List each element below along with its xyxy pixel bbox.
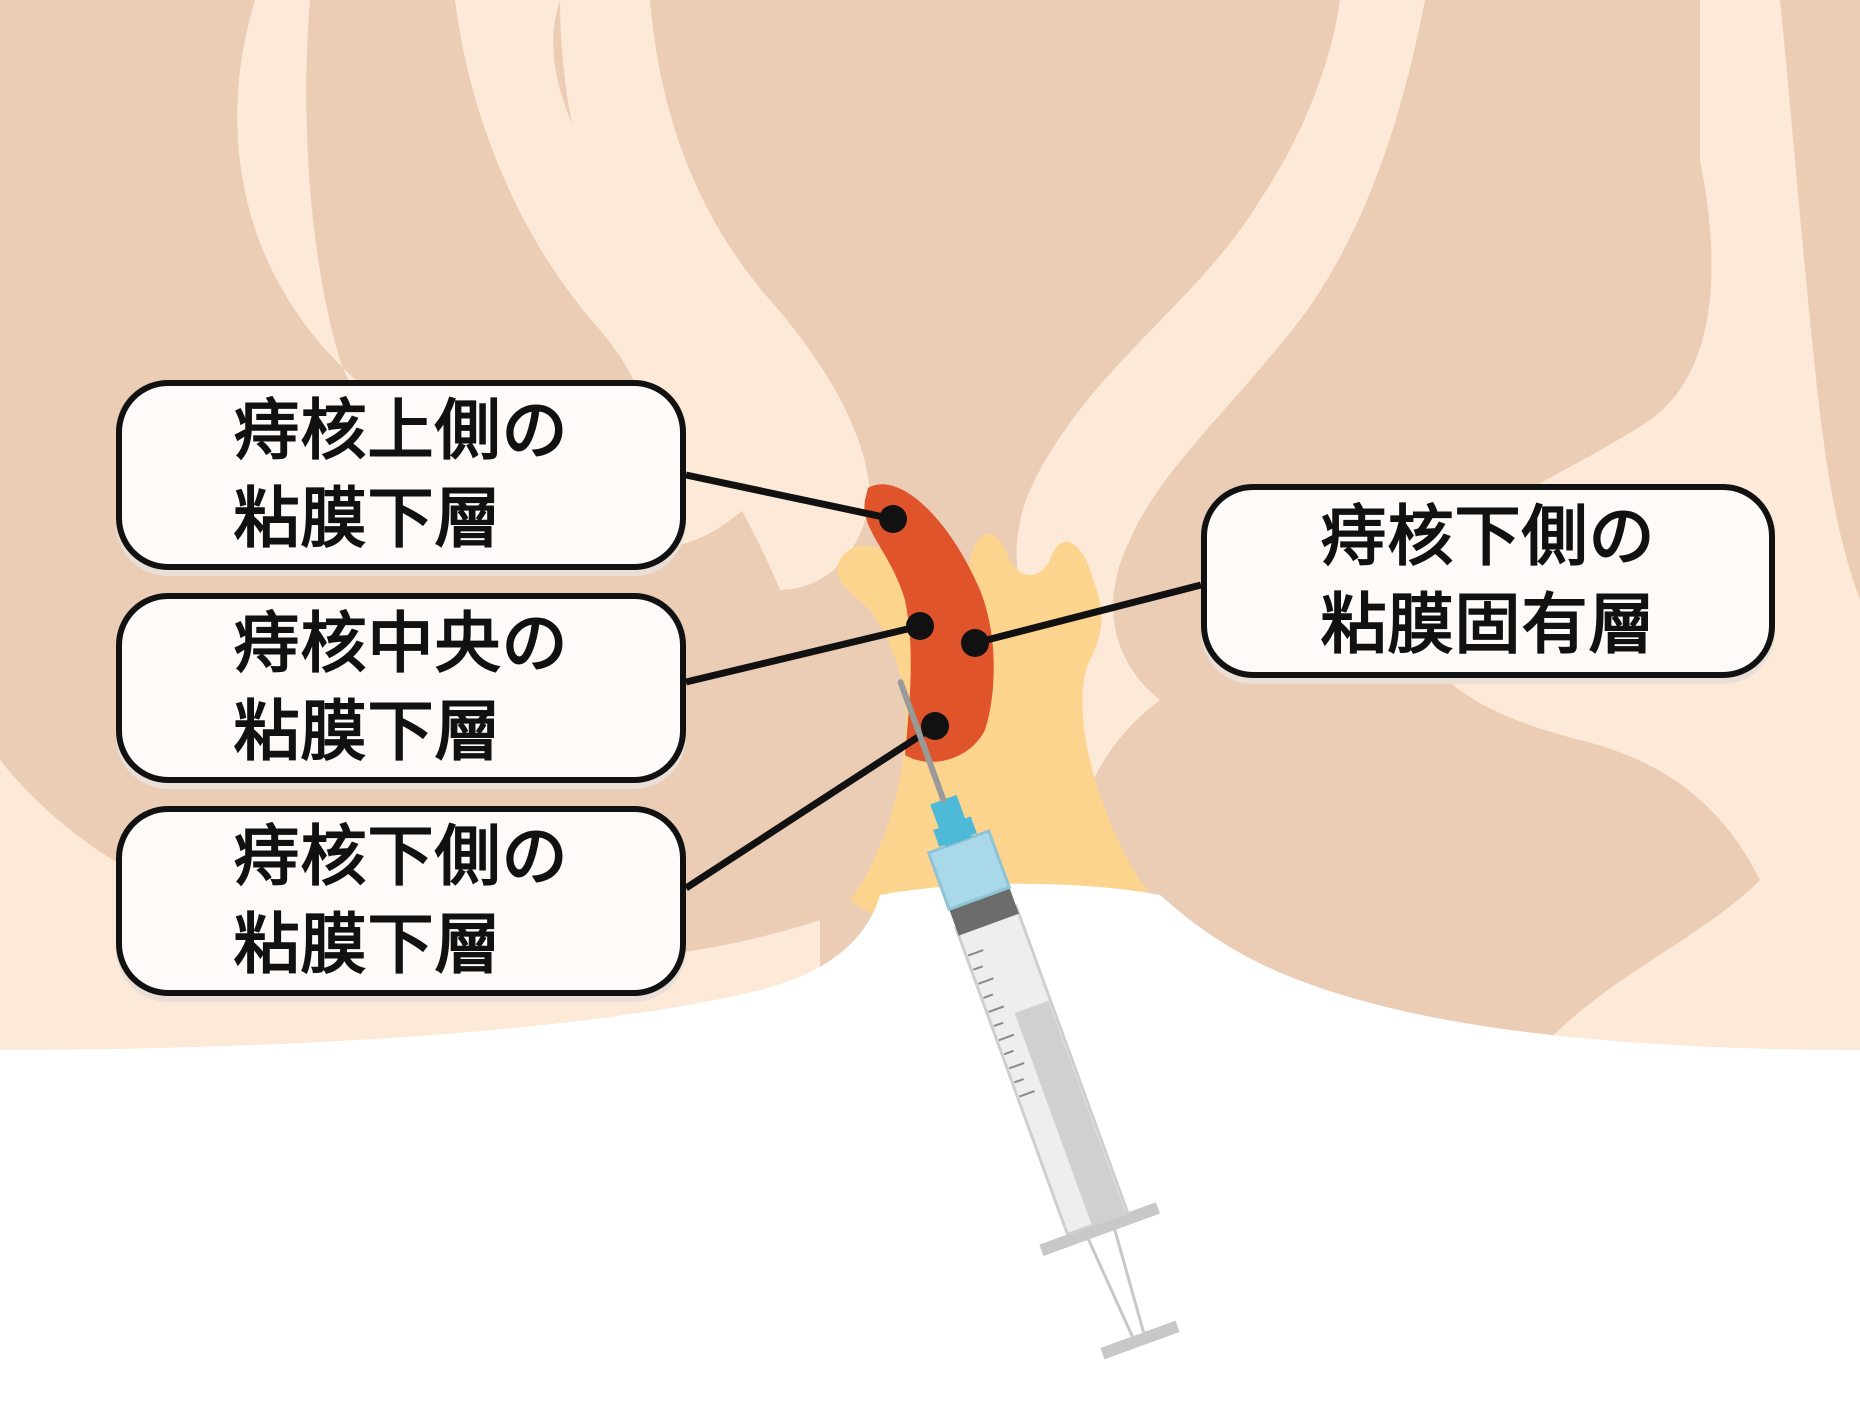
finger-flange — [1039, 1202, 1160, 1256]
leader-line-middle — [685, 622, 921, 686]
label-lower-lamina-propria-text: 痔核下側の 粘膜固有層 — [1320, 498, 1656, 663]
right-tissue-fold — [1016, 0, 1425, 920]
plunger-seal — [949, 887, 1019, 936]
leader-line-upper — [685, 471, 894, 523]
point-lower-submucosa — [921, 712, 949, 740]
graduation-marks — [967, 949, 1035, 1098]
center-left-fold — [560, 0, 870, 590]
lower-white-area — [0, 883, 1860, 1420]
leader-line-lower — [684, 723, 937, 891]
plunger-rod-right — [1113, 1229, 1146, 1333]
plunger-body — [1014, 1000, 1126, 1226]
label-lower-submucosa-text: 痔核下側の 粘膜下層 — [233, 818, 569, 983]
label-middle-submucosa: 痔核中央の 粘膜下層 — [116, 593, 686, 783]
leader-line-right — [974, 581, 1202, 647]
label-lower-submucosa: 痔核下側の 粘膜下層 — [116, 806, 686, 996]
label-upper-submucosa: 痔核上側の 粘膜下層 — [116, 380, 686, 570]
point-upper-submucosa — [879, 505, 907, 533]
plunger-rod-left — [1087, 1238, 1134, 1338]
point-middle-submucosa — [906, 612, 934, 640]
label-lower-lamina-propria: 痔核下側の 粘膜固有層 — [1201, 484, 1775, 678]
needle — [897, 679, 947, 803]
right-inner-shadow — [1402, 690, 1700, 953]
label-upper-submucosa-text: 痔核上側の 粘膜下層 — [233, 392, 569, 557]
syringe — [897, 679, 1180, 1360]
plunger-thumb — [1100, 1320, 1180, 1360]
label-middle-submucosa-text: 痔核中央の 粘膜下層 — [233, 605, 569, 770]
point-lower-lamina-propria — [961, 629, 989, 657]
needle-hub-collar — [933, 816, 977, 847]
